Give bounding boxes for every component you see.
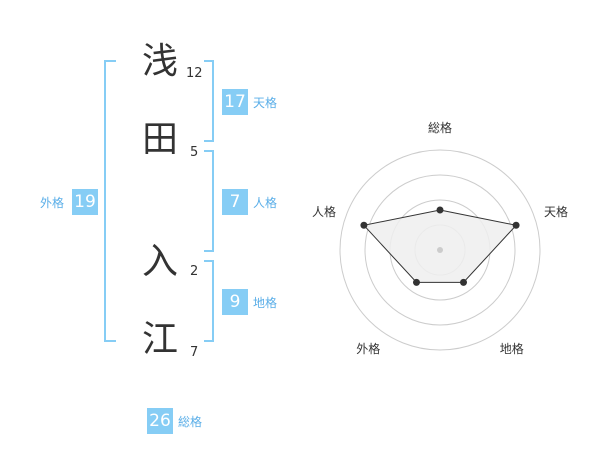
radar-axis-label-5: 人格 [311,205,336,220]
chikaku-label: 地格 [253,296,278,310]
tenkaku-label: 天格 [253,96,278,110]
stroke-count-4: 7 [190,345,199,360]
radar-axis-label-4: 外格 [356,341,381,356]
name-char-4: 江 [141,319,178,360]
radar-point-5 [360,221,368,229]
jinkaku-bracket [204,150,214,252]
radar-point-3 [460,278,468,286]
name-char-3: 入 [141,241,178,282]
gaikaku-bracket [104,60,116,342]
tenkaku-value: 17 [222,89,248,115]
radar-ring-3 [364,174,516,326]
stroke-count-3: 2 [190,264,199,279]
name-char-2: 田 [141,119,178,160]
chikaku-value: 9 [222,289,248,315]
tenkaku-bracket [204,60,214,142]
radar-axis-label-2: 天格 [544,205,569,220]
radar-axis-label-1: 総格 [428,121,453,135]
radar-axis-label-3: 地格 [499,341,524,356]
gaikaku-value: 19 [72,189,98,215]
name-char-1: 浅 [141,41,178,82]
stroke-count-1: 12 [186,66,203,81]
soukaku-label: 総格 [178,415,203,429]
jinkaku-label: 人格 [253,196,278,210]
radar-point-4 [412,278,420,286]
radar-point-1 [436,206,444,214]
gaikaku-label: 外格 [40,196,65,210]
chikaku-bracket [204,260,214,342]
jinkaku-value: 7 [222,189,248,215]
radar-ring-4 [339,149,541,351]
radar-center-dot [437,247,443,253]
stroke-count-2: 5 [190,145,199,160]
radar-area [362,209,518,283]
soukaku-value: 26 [147,408,173,434]
radar-point-2 [512,221,520,229]
